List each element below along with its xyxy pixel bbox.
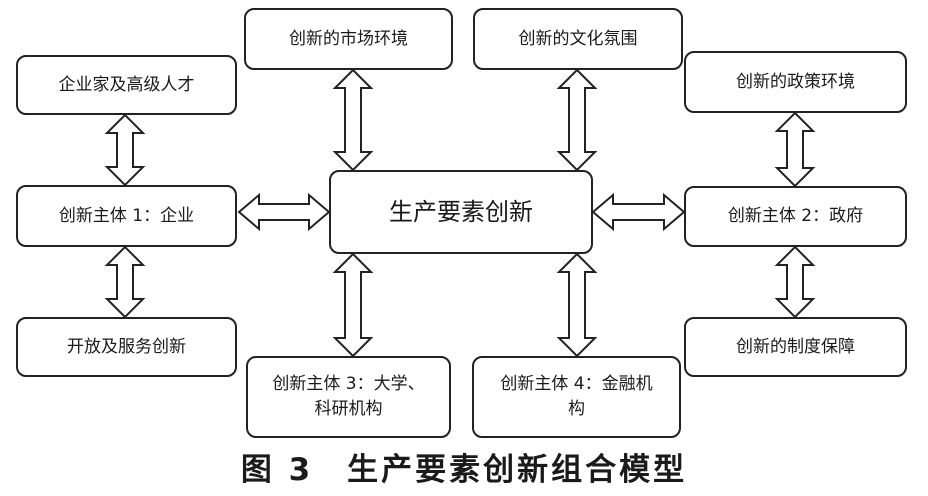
node-culture-label: 创新的文化氛围 bbox=[518, 28, 638, 49]
arrow-center-government bbox=[591, 192, 686, 232]
arrow-enterprise-openservice bbox=[104, 245, 146, 319]
node-open-service-label: 开放及服务创新 bbox=[67, 336, 186, 357]
node-finance: 创新主体 4：金融机 构 bbox=[472, 356, 681, 438]
node-institution-label: 创新的制度保障 bbox=[736, 336, 855, 357]
node-government: 创新主体 2：政府 bbox=[684, 186, 907, 247]
arrow-government-institution bbox=[774, 245, 816, 319]
node-institution: 创新的制度保障 bbox=[684, 317, 907, 377]
figure-caption: 图 3 生产要素创新组合模型 bbox=[240, 452, 688, 488]
arrow-center-university bbox=[332, 252, 374, 358]
node-enterprise-label: 创新主体 1：企业 bbox=[58, 205, 195, 226]
node-policy: 创新的政策环境 bbox=[684, 51, 907, 113]
node-open-service: 开放及服务创新 bbox=[16, 317, 237, 377]
arrow-culture-center bbox=[556, 68, 598, 172]
arrow-enterprise-center bbox=[237, 192, 331, 232]
arrow-policy-government bbox=[774, 111, 816, 188]
node-culture: 创新的文化氛围 bbox=[473, 8, 683, 70]
node-university: 创新主体 3：大学、 科研机构 bbox=[246, 356, 451, 438]
arrow-talent-enterprise bbox=[104, 113, 146, 187]
node-talent-label: 企业家及高级人才 bbox=[58, 74, 195, 95]
node-university-line2: 科研机构 bbox=[314, 399, 383, 419]
node-center-label: 生产要素创新 bbox=[389, 197, 533, 226]
node-market-label: 创新的市场环境 bbox=[289, 28, 408, 49]
node-government-label: 创新主体 2：政府 bbox=[727, 206, 864, 227]
node-center: 生产要素创新 bbox=[329, 170, 593, 254]
arrow-market-center bbox=[332, 68, 374, 172]
node-finance-line1: 创新主体 4：金融机 bbox=[500, 374, 653, 395]
node-enterprise: 创新主体 1：企业 bbox=[16, 185, 237, 247]
node-finance-line2: 构 bbox=[567, 399, 585, 419]
arrow-center-finance bbox=[556, 252, 598, 358]
node-market: 创新的市场环境 bbox=[244, 8, 453, 70]
node-policy-label: 创新的政策环境 bbox=[736, 71, 855, 92]
node-university-line1: 创新主体 3：大学、 bbox=[272, 374, 425, 395]
node-talent: 企业家及高级人才 bbox=[16, 55, 237, 115]
